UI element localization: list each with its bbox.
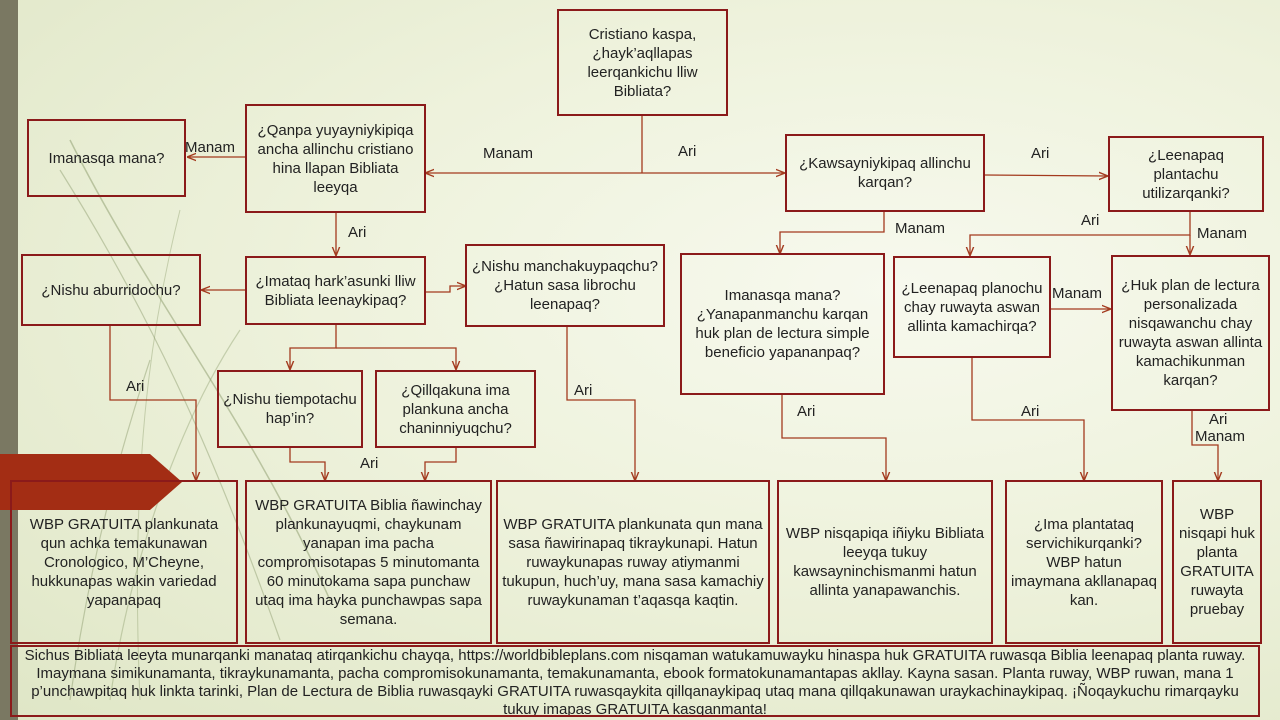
edge-label-ari: Ari (678, 143, 697, 160)
edge-label-ari: Ari (574, 382, 593, 399)
answer-1: WBP GRATUITA plankunata qun achka temaku… (10, 480, 238, 644)
edge-label-manam: Manam (483, 145, 534, 162)
node-imataq: ¿Imataq hark’asunki lliw Bibliata leenay… (245, 256, 426, 325)
answer-2: WBP GRATUITA Biblia ñawinchay plankunayu… (245, 480, 492, 644)
node-leenapaq-planochu: ¿Leenapaq planochu chay ruwayta aswan al… (893, 256, 1051, 358)
node-manchakuy: ¿Nishu manchakuypaqchu? ¿Hatun sasa libr… (465, 244, 665, 327)
edge-label-ari: Ari (1031, 145, 1050, 162)
answer-4: WBP nisqapiqa iñiyku Bibliata leeyqa tuk… (777, 480, 993, 644)
arrow-tab-decoration (0, 454, 182, 510)
answer-5: ¿Ima plantataq servichikurqanki? WBP hat… (1005, 480, 1163, 644)
edge-label-ari: Ari (126, 378, 145, 395)
edge-label-ari: Ari (1209, 411, 1228, 428)
answer-3: WBP GRATUITA plankunata qun mana sasa ña… (496, 480, 770, 644)
edge-label-ari: Ari (348, 224, 367, 241)
edge-label-manam: Manam (1052, 285, 1103, 302)
edge-label-ari: Ari (797, 403, 816, 420)
node-tiempo: ¿Nishu tiempotachu hap’in? (217, 370, 363, 448)
node-qanpa: ¿Qanpa yuyayniykipiqa ancha allinchu cri… (245, 104, 426, 213)
node-huk-plan: ¿Huk plan de lectura personalizada nisqa… (1111, 255, 1270, 411)
sidebar-strip (0, 0, 18, 720)
edge-label-manam: Manam (1195, 428, 1246, 445)
footer-note: Sichus Bibliata leeyta munarqanki manata… (10, 645, 1260, 717)
node-leenapaq-plantachu: ¿Leenapaq plantachu utilizarqanki? (1108, 136, 1264, 212)
node-imanasqa-left: Imanasqa mana? (27, 119, 186, 197)
edge-label-manam: Manam (1197, 225, 1248, 242)
node-start: Cristiano kaspa, ¿hayk’aqllapas leerqank… (557, 9, 728, 116)
edge-label-ari: Ari (1021, 403, 1040, 420)
node-aburrido: ¿Nishu aburridochu? (21, 254, 201, 326)
edge-label-manam: Manam (895, 220, 946, 237)
edge-label-ari: Ari (1081, 212, 1100, 229)
node-kawsay: ¿Kawsayniykipaq allinchu karqan? (785, 134, 985, 212)
edge-label-manam: Manam (185, 139, 236, 156)
node-imanasqa-simple: Imanasqa mana? ¿Yanapanmanchu karqan huk… (680, 253, 885, 395)
answer-6: WBP nisqapi huk planta GRATUITA ruwayta … (1172, 480, 1262, 644)
edge-label-ari: Ari (360, 455, 379, 472)
node-qillqakuna: ¿Qillqakuna ima plankuna ancha chaninniy… (375, 370, 536, 448)
